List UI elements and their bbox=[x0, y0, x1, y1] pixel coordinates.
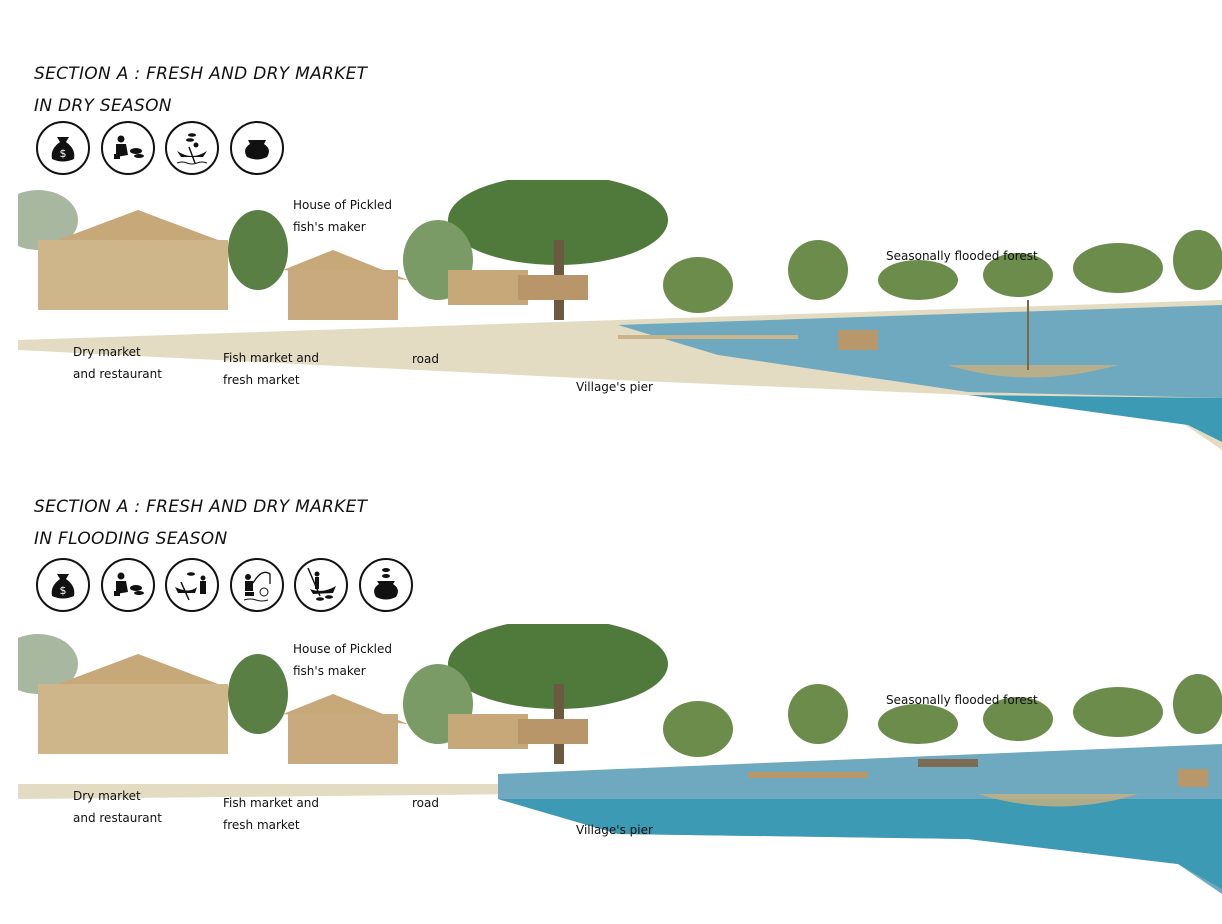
forest-trees bbox=[18, 624, 1222, 757]
money-bag-icon: $ bbox=[36, 558, 90, 612]
label-house-pickled-fish-2: fish's maker bbox=[293, 220, 366, 234]
label-dry-market: Dry market bbox=[73, 789, 141, 803]
section-subtitle-dry: IN DRY SEASON bbox=[34, 96, 172, 116]
section-illustration-flood bbox=[18, 624, 1222, 894]
label-flooded-forest: Seasonally flooded forest bbox=[886, 693, 1038, 707]
label-road: road bbox=[412, 352, 439, 366]
section-title-dry: SECTION A : FRESH AND DRY MARKET bbox=[34, 64, 368, 84]
boat-fishing-icon bbox=[165, 121, 219, 175]
svg-text:$: $ bbox=[60, 147, 67, 160]
label-village-pier: Village's pier bbox=[576, 823, 653, 837]
label-fish-market: Fish market and bbox=[223, 351, 320, 365]
svg-text:$: $ bbox=[60, 584, 67, 597]
section-subtitle-flood: IN FLOODING SEASON bbox=[34, 529, 228, 549]
label-dry-market-2: and restaurant bbox=[73, 367, 162, 381]
section-illustration-dry bbox=[18, 180, 1222, 450]
label-dry-market: Dry market bbox=[73, 345, 141, 359]
label-fish-market-2: fresh market bbox=[223, 373, 300, 387]
label-dry-market-2: and restaurant bbox=[73, 811, 162, 825]
clay-pot-icon bbox=[229, 121, 284, 175]
label-house-pickled-fish: House of Pickled bbox=[293, 198, 392, 212]
label-fish-market: Fish market and bbox=[223, 796, 320, 810]
boatman-icon bbox=[294, 558, 348, 612]
river bbox=[618, 305, 1222, 398]
market-buildings bbox=[38, 210, 588, 320]
label-fish-market-2: fresh market bbox=[223, 818, 300, 832]
market-buildings bbox=[38, 654, 588, 764]
angler-icon bbox=[229, 558, 284, 612]
label-flooded-forest: Seasonally flooded forest bbox=[886, 249, 1038, 263]
label-house-pickled-fish-2: fish's maker bbox=[293, 664, 366, 678]
fish-vendor-icon bbox=[100, 558, 155, 612]
forest-trees bbox=[18, 180, 1222, 313]
label-village-pier: Village's pier bbox=[576, 380, 653, 394]
label-house-pickled-fish: House of Pickled bbox=[293, 642, 392, 656]
pot-with-fish-icon bbox=[358, 558, 413, 612]
money-bag-icon: $ bbox=[36, 121, 90, 175]
fish-vendor-icon bbox=[100, 121, 155, 175]
river-deep bbox=[498, 799, 1222, 889]
boat-person-icon bbox=[165, 558, 219, 612]
ground bbox=[18, 784, 538, 799]
label-road: road bbox=[412, 796, 439, 810]
river-deep bbox=[968, 395, 1222, 442]
section-title-flood: SECTION A : FRESH AND DRY MARKET bbox=[34, 497, 368, 517]
